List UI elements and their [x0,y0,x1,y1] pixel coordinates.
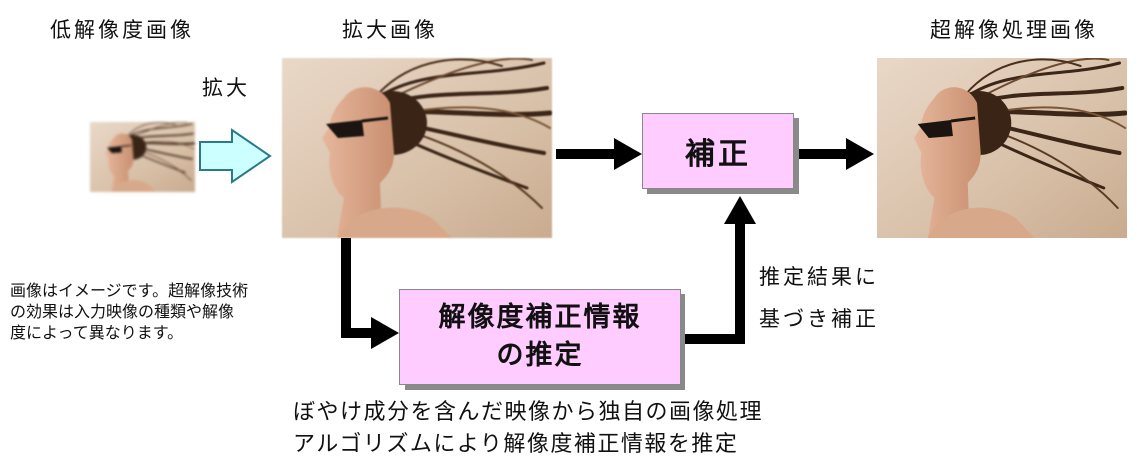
low-res-label: 低解像度画像 [50,18,194,42]
disclaimer-note: 画像はイメージです。超解像技術 の効果は入力映像の種類や解像 度によって異なりま… [10,280,248,343]
estimate-result-label: 推定結果に 基づき補正 [759,256,879,340]
estimation-label-line-2: の推定 [496,340,584,371]
arrow-to-estimation-icon [341,238,399,349]
enlarge-step-label: 拡大 [202,76,250,100]
note-line-2: の効果は入力映像の種類や解像 [10,302,235,321]
estimation-box: 解像度補正情報 の推定 [399,289,681,385]
note-line-1: 画像はイメージです。超解像技術 [10,281,249,300]
note-line-3: 度によって異なります。 [10,323,184,342]
correction-label: 補正 [685,137,751,172]
arrow-to-correction-up-icon [683,196,756,344]
super-res-label: 超解像処理画像 [930,18,1098,42]
estimate-result-line-2: 基づき補正 [759,307,879,331]
caption: ぼやけ成分を含んだ映像から独自の画像処理 アルゴリズムにより解像度補正情報を推定 [293,397,763,461]
arrow-to-output-icon [796,138,874,170]
enlarged-label: 拡大画像 [342,18,438,42]
enlarge-arrow-icon [199,128,272,184]
arrow-to-correction-icon [556,138,642,170]
correction-box: 補正 [642,113,794,189]
caption-line-1: ぼやけ成分を含んだ映像から独自の画像処理 [293,400,764,425]
estimation-label-line-1: 解像度補正情報 [438,302,642,333]
caption-line-2: アルゴリズムにより解像度補正情報を推定 [293,432,739,457]
estimate-result-line-1: 推定結果に [759,265,879,289]
